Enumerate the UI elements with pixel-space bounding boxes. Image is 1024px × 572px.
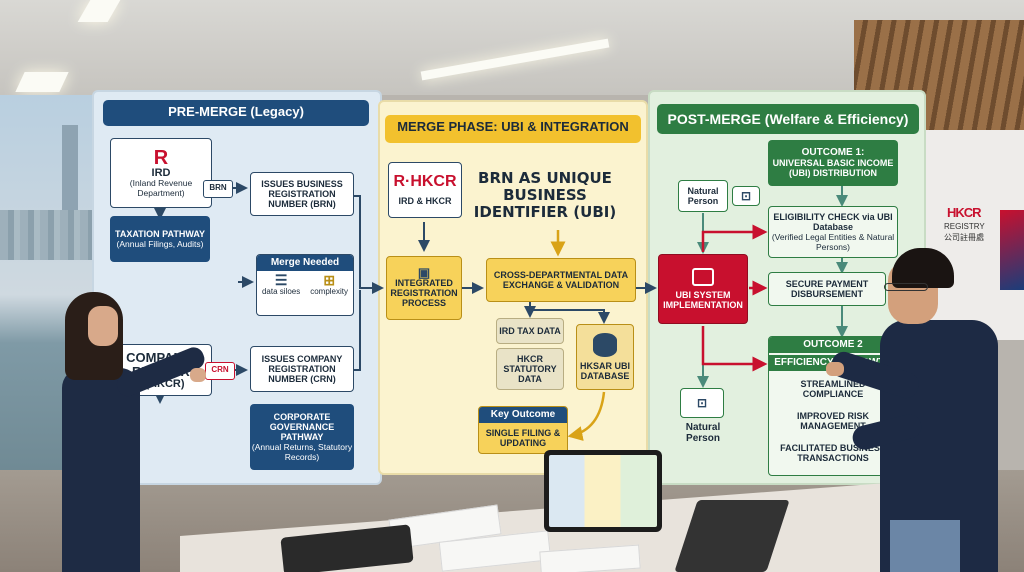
ird-tax-text: IRD TAX DATA — [499, 326, 561, 336]
outcome2-item: FACILITATED BUSINESS TRANSACTIONS — [780, 443, 886, 463]
person-id-icon: ⊡ — [740, 189, 752, 203]
governance-subtitle: (Annual Returns, Statutory Records) — [251, 442, 353, 462]
key-outcome-body: SINGLE FILING & UPDATING — [485, 428, 561, 448]
governance-title: CORPORATE GOVERNANCE PATHWAY — [269, 412, 335, 442]
monitor-icon — [692, 268, 714, 286]
pre-merge-header: PRE-MERGE (Legacy) — [103, 100, 369, 126]
outcome1-box: OUTCOME 1: UNIVERSAL BASIC INCOME (UBI) … — [768, 140, 898, 186]
man-jeans — [890, 520, 960, 572]
database-icon: ☰ — [274, 272, 288, 288]
hkcr-stat-text: HKCR STATUTORY DATA — [503, 354, 557, 384]
wall-graphic — [1000, 210, 1024, 290]
ird-title: IRD — [151, 167, 171, 179]
merge-needed-box: Merge Needed ☰ ⊞ data siloes complexity — [256, 254, 354, 316]
ceiling — [0, 0, 1024, 95]
person-id-icon: ⊡ — [696, 396, 708, 410]
hkcr-statutory-box: HKCR STATUTORY DATA — [496, 348, 564, 390]
natural-person-top-label: Natural Person — [687, 186, 719, 206]
id-card-icon: ▣ — [417, 265, 431, 280]
ird-subtitle: (Inland Revenue Department) — [129, 178, 193, 198]
cr-subtitle: (HKCR) — [145, 378, 185, 390]
eligibility-subtitle: (Verified Legal Entities & Natural Perso… — [771, 232, 895, 252]
city-skyline — [0, 210, 95, 260]
natural-person-bottom-label: Natural Person — [685, 422, 721, 444]
wall-sign-name-zh: 公司註冊處 — [944, 233, 984, 242]
woman-face — [88, 306, 118, 346]
pointing-hand-icon — [190, 368, 206, 382]
issues-brn-box: ISSUES BUSINESS REGISTRATION NUMBER (BRN… — [250, 172, 354, 216]
merge-phase-header: MERGE PHASE: UBI & INTEGRATION — [385, 115, 641, 143]
governance-pathway-box: CORPORATE GOVERNANCE PATHWAY (Annual Ret… — [250, 404, 354, 470]
tablet-screen — [549, 455, 657, 527]
ubi-implementation-box: UBI SYSTEM IMPLEMENTATION — [658, 254, 748, 324]
ceiling-light — [15, 72, 69, 92]
implementation-text: UBI SYSTEM IMPLEMENTATION — [663, 290, 743, 310]
payment-text: SECURE PAYMENT DISBURSEMENT — [785, 279, 869, 299]
integrated-registration-box: ▣ INTEGRATED REGISTRATION PROCESS — [386, 256, 462, 320]
wall-sign-name: REGISTRY — [944, 222, 985, 231]
ubi-title: BRN AS UNIQUE BUSINESS IDENTIFIER (UBI) — [473, 169, 617, 221]
eligibility-check-box: ELIGIBILITY CHECK via UBI Database (Veri… — [768, 206, 898, 258]
ird-tax-data-box: IRD TAX DATA — [496, 318, 564, 344]
ird-hkcr-label: IRD & HKCR — [398, 196, 452, 206]
ird-hkcr-box: R·HKCR IRD & HKCR — [388, 162, 462, 218]
key-outcome-box: Key Outcome SINGLE FILING & UPDATING — [478, 406, 568, 454]
post-merge-header: POST-MERGE (Welfare & Efficiency) — [657, 104, 919, 134]
eligibility-title: ELIGIBILITY CHECK via UBI Database — [773, 212, 893, 232]
id-card-top: ⊡ — [732, 186, 760, 206]
natural-person-top-box: Natural Person — [678, 180, 728, 212]
complexity-label: complexity — [310, 287, 348, 296]
ird-logo-icon: R — [153, 147, 169, 169]
issues-crn-box: ISSUES COMPANY REGISTRATION NUMBER (CRN) — [250, 346, 354, 392]
outcome2-title: OUTCOME 2 — [769, 337, 897, 353]
hkcr-logo-icon: R·HKCR — [393, 173, 457, 190]
ird-box: R IRD (Inland Revenue Department) — [110, 138, 212, 208]
issues-brn-text: ISSUES BUSINESS REGISTRATION NUMBER (BRN… — [261, 179, 343, 209]
crn-tag: CRN — [205, 362, 235, 380]
woman-body — [62, 368, 140, 572]
hksar-ubi-database-box: HKSAR UBI DATABASE — [576, 324, 634, 390]
id-card-bottom: ⊡ — [680, 388, 724, 418]
data-exchange-box: CROSS-DEPARTMENTAL DATA EXCHANGE & VALID… — [486, 258, 636, 302]
exchange-text: CROSS-DEPARTMENTAL DATA EXCHANGE & VALID… — [493, 270, 629, 290]
tablet-device — [544, 450, 662, 532]
taxation-pathway-box: TAXATION PATHWAY (Annual Filings, Audits… — [110, 216, 210, 262]
data-siloes-label: data siloes — [261, 287, 301, 296]
man-hair — [892, 248, 954, 288]
hksar-db-text: HKSAR UBI DATABASE — [579, 361, 630, 381]
merge-needed-title: Merge Needed — [257, 255, 353, 271]
outcome2-item: IMPROVED RISK MANAGEMENT — [796, 411, 869, 431]
man-hand — [826, 362, 844, 376]
hierarchy-icon: ⊞ — [323, 272, 336, 288]
key-outcome-title: Key Outcome — [479, 407, 567, 423]
issues-crn-text: ISSUES COMPANY REGISTRATION NUMBER (CRN) — [261, 354, 343, 384]
secure-payment-box: SECURE PAYMENT DISBURSEMENT — [768, 272, 886, 306]
database-cylinder-icon — [593, 333, 617, 357]
outcome1-title: OUTCOME 1: — [801, 147, 865, 158]
brn-tag: BRN — [203, 180, 233, 198]
glasses-icon — [884, 283, 928, 291]
outcome2-item: STREAMLINED COMPLIANCE — [800, 379, 866, 399]
outcome1-body: UNIVERSAL BASIC INCOME (UBI) DISTRIBUTIO… — [772, 158, 894, 178]
taxation-subtitle: (Annual Filings, Audits) — [116, 239, 204, 249]
taxation-title: TAXATION PATHWAY — [115, 229, 205, 239]
hkcr-wall-logo: HKCR — [947, 205, 982, 220]
integrated-text: INTEGRATED REGISTRATION PROCESS — [390, 278, 458, 308]
